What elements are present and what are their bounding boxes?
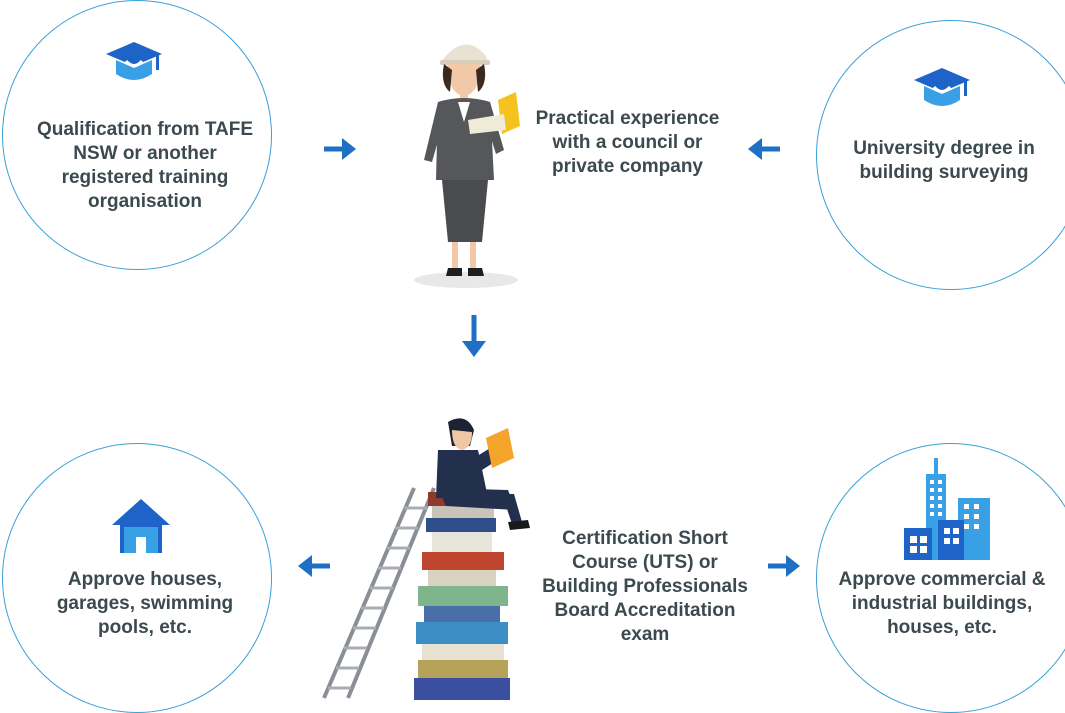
university-degree-label: University degree in building surveying [853,138,1035,183]
circle-approve-houses [2,443,272,713]
arrow-right-icon [324,138,356,160]
arrow-down-icon [462,315,486,357]
arrow-left-icon [748,138,780,160]
certification-label: Certification Short Course (UTS) or Buil… [542,528,748,645]
arrow-left-icon [298,555,330,577]
graduation-cap-icon [106,42,162,80]
arrow-right-icon [768,555,800,577]
buildings-icon [904,458,990,560]
house-icon [112,499,170,553]
graduation-cap-icon [914,68,970,106]
man-reading-on-books-illustration [322,418,530,700]
approve-houses-label: Approve houses, garages, swimming pools,… [56,569,234,638]
practical-experience-label: Practical experience with a council or p… [535,108,720,177]
engineer-woman-illustration [414,44,520,288]
circle-university-degree [816,20,1065,290]
tafe-qualification-label: Qualification from TAFE NSW or another r… [36,119,254,212]
approve-commercial-label: Approve commercial & industrial building… [838,569,1046,638]
